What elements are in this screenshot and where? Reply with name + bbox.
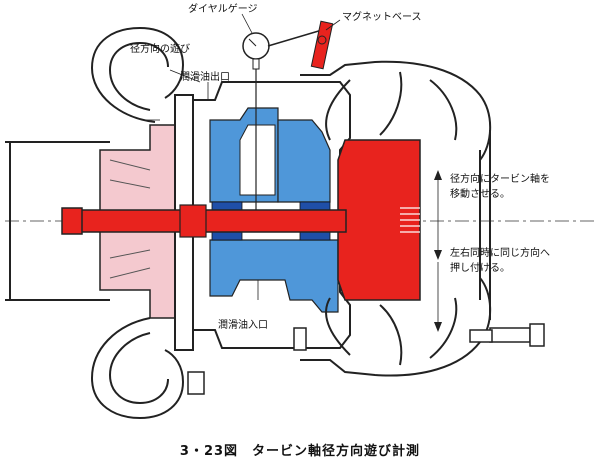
radial-play-label: 径方向の遊び	[130, 44, 190, 55]
direction-arrows	[434, 170, 442, 332]
shaft-nut	[61, 207, 83, 235]
move-radial-line-2: 移動させる。	[450, 189, 510, 200]
push-same-line-2: 押し付ける。	[450, 263, 510, 274]
mounting-bolts	[187, 323, 545, 395]
turbine-shaft	[77, 209, 347, 233]
move-radial-text: 径方向にタービン軸を 移動させる。	[450, 172, 550, 202]
compressor-housing	[5, 26, 185, 420]
magnet-base-label: マグネットベース	[342, 12, 422, 23]
bearing-housing-lower	[209, 239, 339, 313]
dial-gauge-label: ダイヤルゲージ	[188, 4, 258, 15]
bearing-housing-upper-right	[277, 119, 331, 203]
oil-outlet-label: 潤滑油出口	[180, 72, 230, 83]
push-same-text: 左右同時に同じ方向へ 押し付ける。	[450, 246, 550, 276]
dial-gauge-stem-holder	[252, 58, 260, 70]
label-leader-lines	[145, 13, 439, 322]
oil-inlet-label: 潤滑油入口	[218, 320, 268, 331]
magnet-base	[310, 20, 334, 70]
gauge-support-arm	[267, 29, 323, 47]
turbine-blades	[400, 207, 420, 233]
oil-drain-cavity	[239, 124, 276, 196]
push-same-line-1: 左右同時に同じ方向へ	[450, 248, 550, 259]
shaft-collar	[179, 204, 207, 238]
turbine-wheel	[337, 139, 421, 301]
compressor-blades	[109, 159, 151, 279]
dial-gauge-needle	[248, 38, 257, 47]
figure-caption: 3・23図 タービン軸径方向遊び計測	[179, 444, 421, 459]
turbine-housing	[300, 60, 492, 377]
magnet-base-clamp	[317, 35, 327, 45]
move-radial-line-1: 径方向にタービン軸を	[450, 174, 550, 185]
